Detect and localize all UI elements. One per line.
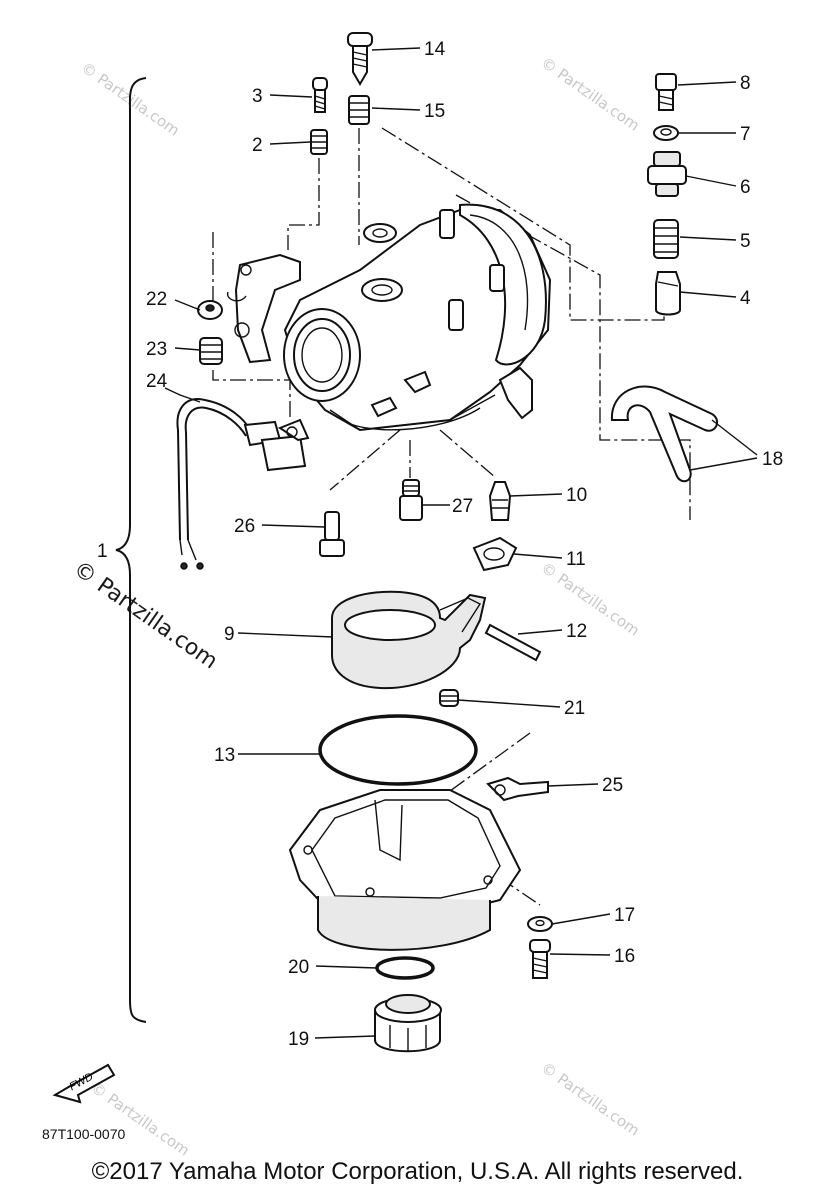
- callout-5: 5: [740, 231, 751, 252]
- callouts: 1 2 3 4 5 6 7 8 9 10 11 12 13 14 15 16 1…: [97, 39, 783, 1050]
- callout-lines: [164, 47, 758, 1039]
- carburetor-body: [226, 203, 552, 432]
- watermark-large: © Partzilla.com: [69, 556, 222, 674]
- part-8-bolt: [655, 73, 677, 111]
- callout-6: 6: [740, 177, 751, 198]
- callout-2: 2: [252, 135, 263, 156]
- part-21-screw: [439, 689, 459, 707]
- callout-3: 3: [252, 86, 263, 107]
- callout-18: 18: [762, 449, 783, 470]
- float-bowl: [288, 789, 522, 951]
- callout-11: 11: [566, 549, 586, 570]
- callout-25: 25: [602, 775, 623, 796]
- callout-7: 7: [740, 124, 751, 145]
- callout-19: 19: [288, 1029, 309, 1050]
- leader-lines: [212, 127, 691, 906]
- callout-23: 23: [146, 339, 167, 360]
- part-15-spring: [348, 95, 370, 125]
- callout-13: 13: [214, 745, 235, 766]
- part-12-pin: [484, 623, 542, 662]
- callout-21: 21: [564, 698, 585, 719]
- part-4-plunger: [655, 271, 681, 316]
- part-13-oring: [318, 714, 478, 786]
- part-3-screw: [312, 77, 328, 113]
- callout-26: 26: [234, 516, 255, 537]
- part-7-nut: [653, 125, 679, 141]
- part-14-pilot-screw: [347, 32, 373, 86]
- callout-12: 12: [566, 621, 587, 642]
- part-10-needle-valve: [488, 481, 512, 521]
- part-17-washer: [527, 916, 553, 932]
- callout-17: 17: [614, 905, 635, 926]
- callout-15: 15: [424, 101, 445, 122]
- callout-20: 20: [288, 957, 309, 978]
- part-22-cap: [197, 300, 223, 320]
- callout-14: 14: [424, 39, 446, 60]
- copyright-notice: ©2017 Yamaha Motor Corporation, U.S.A. A…: [91, 1158, 744, 1185]
- part-26-pilot-jet: [319, 511, 345, 557]
- part-2-spring: [310, 129, 328, 155]
- part-16-screw: [529, 939, 551, 979]
- watermark: © Partzilla.com: [88, 1079, 193, 1160]
- watermark: © Partzilla.com: [538, 559, 643, 640]
- callout-4: 4: [740, 288, 751, 309]
- watermark: © Partzilla.com: [538, 1059, 643, 1140]
- part-24-sensor: [176, 398, 310, 570]
- part-27-jet: [399, 479, 423, 521]
- part-5-spring: [653, 219, 679, 259]
- callout-9: 9: [224, 624, 235, 645]
- part-19-plug: [374, 994, 442, 1053]
- part-18-hose: [610, 385, 719, 483]
- callout-10: 10: [566, 485, 587, 506]
- callout-27: 27: [452, 496, 473, 517]
- callout-1: 1: [97, 541, 108, 562]
- callout-8: 8: [740, 73, 751, 94]
- callout-22: 22: [146, 289, 167, 310]
- watermark: © Partzilla.com: [538, 54, 643, 135]
- part-11-clip: [472, 536, 518, 572]
- part-25-bracket: [486, 776, 549, 802]
- diagram-code: 87T100-0070: [42, 1126, 126, 1142]
- part-9-float: [331, 590, 487, 690]
- part-23-spring: [199, 337, 223, 365]
- assembly-bracket: [115, 77, 147, 1023]
- part-20-gasket: [375, 956, 435, 980]
- part-6-valve-seat: [647, 151, 687, 197]
- callout-24: 24: [146, 371, 168, 392]
- callout-16: 16: [614, 946, 635, 967]
